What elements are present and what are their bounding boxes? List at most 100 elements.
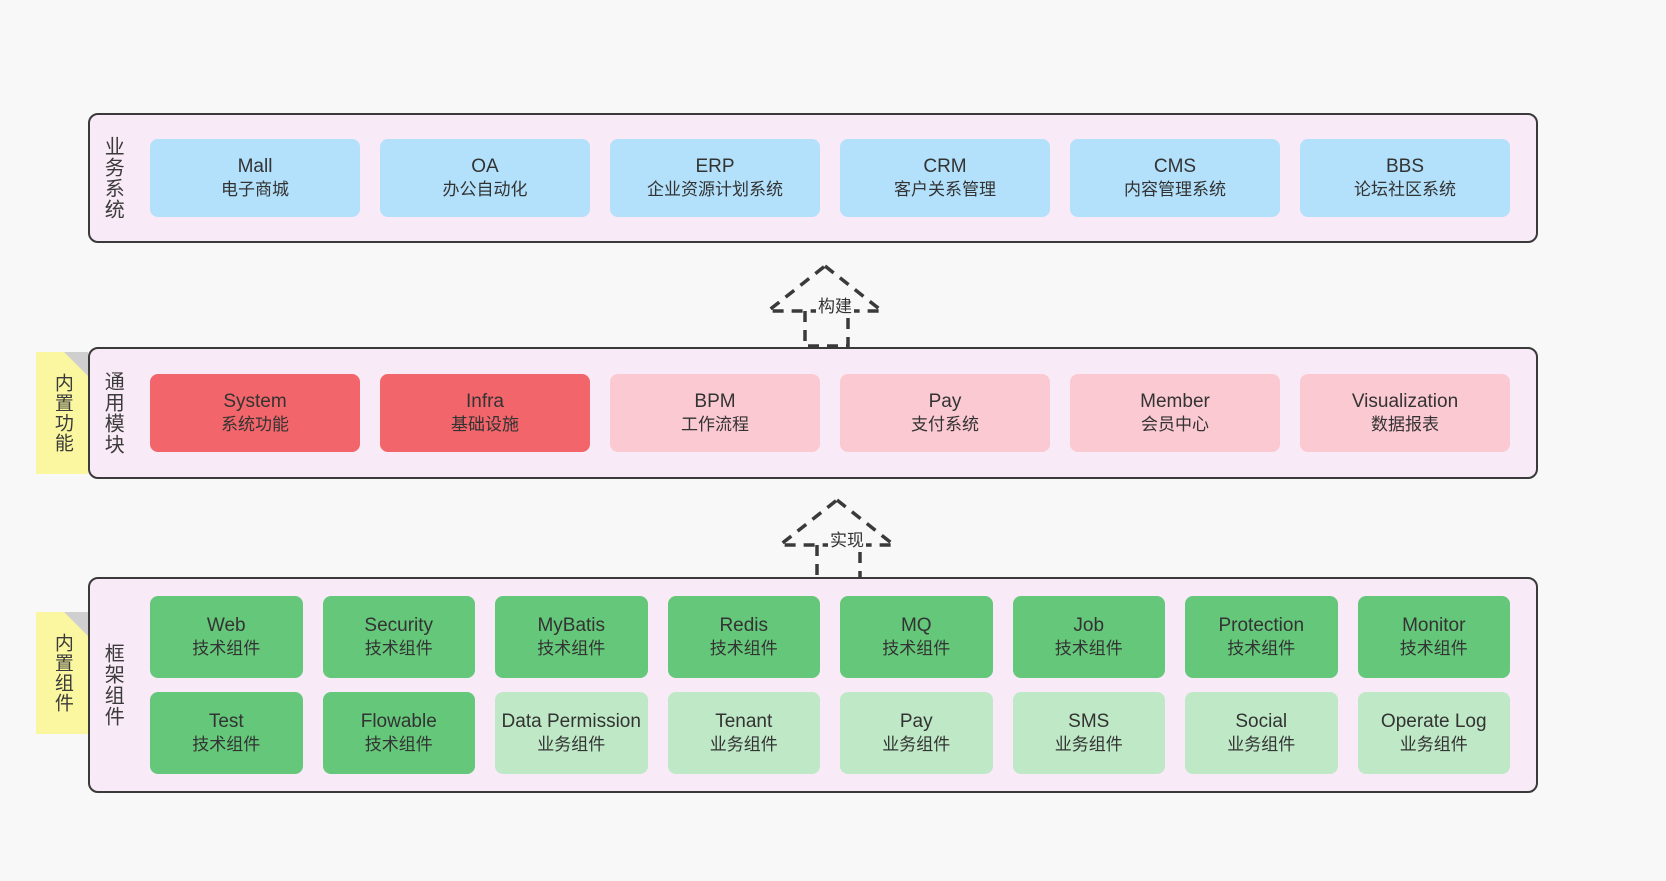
component-name-en: Flowable	[360, 710, 437, 732]
module-box-visualization[interactable]: Visualization 数据报表	[1300, 374, 1510, 452]
component-type-cn: 技术组件	[364, 735, 433, 755]
module-box-bpm[interactable]: BPM 工作流程	[610, 374, 820, 452]
component-name-en: SMS	[1068, 710, 1110, 732]
component-type-cn: 业务组件	[882, 735, 951, 755]
module-name-en: Pay	[928, 390, 962, 412]
component-box-protection[interactable]: Protection 技术组件	[1185, 596, 1338, 678]
component-type-cn: 技术组件	[882, 639, 951, 659]
module-name-cn: 会员中心	[1141, 415, 1209, 435]
component-type-cn: 业务组件	[1054, 735, 1123, 755]
layer-framework-component: 框架组件 Web 技术组件 Security 技术组件 MyBatis 技术组件…	[88, 577, 1538, 793]
component-type-cn: 业务组件	[1399, 735, 1468, 755]
module-name-cn: 电子商城	[221, 180, 289, 200]
component-box-flowable[interactable]: Flowable 技术组件	[322, 692, 475, 774]
component-name-en: Monitor	[1402, 614, 1466, 636]
module-name-cn: 系统功能	[221, 415, 289, 435]
component-type-cn: 业务组件	[709, 735, 778, 755]
module-name-en: Visualization	[1351, 390, 1459, 412]
module-name-cn: 基础设施	[451, 415, 519, 435]
layer-title-framework-component: 框架组件	[101, 643, 124, 727]
component-box-mq[interactable]: MQ 技术组件	[840, 596, 993, 678]
module-box-infra[interactable]: Infra 基础设施	[380, 374, 590, 452]
component-box-data-permission[interactable]: Data Permission 业务组件	[495, 692, 648, 774]
module-name-cn: 内容管理系统	[1124, 180, 1226, 200]
component-box-security[interactable]: Security 技术组件	[322, 596, 475, 678]
module-name-cn: 客户关系管理	[894, 180, 996, 200]
module-name-en: ERP	[695, 155, 735, 177]
component-box-pay[interactable]: Pay 业务组件	[840, 692, 993, 774]
layer-body-common-module: System 系统功能 Infra 基础设施 BPM 工作流程 Pay 支付系统…	[134, 349, 1536, 477]
module-box-cms[interactable]: CMS 内容管理系统	[1070, 139, 1280, 217]
module-name-en: BBS	[1385, 155, 1425, 177]
component-box-social[interactable]: Social 业务组件	[1185, 692, 1338, 774]
component-type-cn: 技术组件	[1227, 639, 1296, 659]
note-builtin-function: 内置功能	[36, 352, 88, 474]
component-box-test[interactable]: Test 技术组件	[150, 692, 303, 774]
module-box-erp[interactable]: ERP 企业资源计划系统	[610, 139, 820, 217]
layer-title-common-module: 通用模块	[101, 371, 124, 455]
module-row: Test 技术组件 Flowable 技术组件 Data Permission …	[140, 692, 1520, 774]
component-name-en: MQ	[900, 614, 932, 636]
component-type-cn: 技术组件	[1399, 639, 1468, 659]
module-name-cn: 办公自动化	[442, 180, 528, 200]
module-box-crm[interactable]: CRM 客户关系管理	[840, 139, 1050, 217]
component-type-cn: 技术组件	[192, 735, 261, 755]
layer-title-business-system: 业务系统	[101, 136, 124, 220]
component-box-mybatis[interactable]: MyBatis 技术组件	[495, 596, 648, 678]
module-box-pay[interactable]: Pay 支付系统	[840, 374, 1050, 452]
connector-label-implement: 实现	[828, 526, 866, 551]
component-name-en: Pay	[899, 710, 933, 732]
layer-body-framework-component: Web 技术组件 Security 技术组件 MyBatis 技术组件 Redi…	[134, 579, 1536, 791]
module-row: System 系统功能 Infra 基础设施 BPM 工作流程 Pay 支付系统…	[140, 374, 1520, 452]
component-name-en: Redis	[719, 614, 769, 636]
component-name-en: MyBatis	[537, 614, 606, 636]
module-name-cn: 数据报表	[1371, 415, 1439, 435]
connector-label-build: 构建	[816, 292, 854, 317]
layer-body-business-system: Mall 电子商城 OA 办公自动化 ERP 企业资源计划系统 CRM 客户关系…	[134, 115, 1536, 241]
module-name-cn: 企业资源计划系统	[647, 180, 783, 200]
module-name-en: Mall	[237, 155, 273, 177]
component-name-en: Security	[364, 614, 434, 636]
component-type-cn: 业务组件	[1227, 735, 1296, 755]
component-name-en: Social	[1235, 710, 1288, 732]
component-name-en: Data Permission	[501, 710, 641, 732]
module-box-mall[interactable]: Mall 电子商城	[150, 139, 360, 217]
module-box-oa[interactable]: OA 办公自动化	[380, 139, 590, 217]
component-name-en: Tenant	[715, 710, 773, 732]
module-box-member[interactable]: Member 会员中心	[1070, 374, 1280, 452]
module-name-cn: 支付系统	[911, 415, 979, 435]
module-name-en: OA	[471, 155, 499, 177]
component-name-en: Operate Log	[1380, 710, 1487, 732]
page-fold-icon	[64, 352, 88, 376]
component-name-en: Test	[208, 710, 244, 732]
component-box-job[interactable]: Job 技术组件	[1012, 596, 1165, 678]
module-box-system[interactable]: System 系统功能	[150, 374, 360, 452]
component-box-sms[interactable]: SMS 业务组件	[1012, 692, 1165, 774]
component-type-cn: 业务组件	[537, 735, 606, 755]
module-row: Mall 电子商城 OA 办公自动化 ERP 企业资源计划系统 CRM 客户关系…	[140, 139, 1520, 217]
component-type-cn: 技术组件	[192, 639, 261, 659]
component-type-cn: 技术组件	[1054, 639, 1123, 659]
module-box-bbs[interactable]: BBS 论坛社区系统	[1300, 139, 1510, 217]
module-name-en: CRM	[923, 155, 967, 177]
connector-build: 构建	[760, 258, 910, 348]
module-row: Web 技术组件 Security 技术组件 MyBatis 技术组件 Redi…	[140, 596, 1520, 678]
component-type-cn: 技术组件	[537, 639, 606, 659]
component-box-operate-log[interactable]: Operate Log 业务组件	[1357, 692, 1510, 774]
module-name-en: System	[223, 390, 287, 412]
module-name-en: Infra	[465, 390, 505, 412]
module-name-en: CMS	[1153, 155, 1197, 177]
note-label: 内置功能	[51, 373, 73, 453]
component-type-cn: 技术组件	[709, 639, 778, 659]
layer-common-module: 通用模块 System 系统功能 Infra 基础设施 BPM 工作流程 Pay…	[88, 347, 1538, 479]
component-box-monitor[interactable]: Monitor 技术组件	[1357, 596, 1510, 678]
module-name-cn: 论坛社区系统	[1354, 180, 1456, 200]
module-name-en: BPM	[694, 390, 736, 412]
component-box-tenant[interactable]: Tenant 业务组件	[667, 692, 820, 774]
page-fold-icon	[64, 612, 88, 636]
component-box-redis[interactable]: Redis 技术组件	[667, 596, 820, 678]
component-name-en: Job	[1073, 614, 1105, 636]
component-box-web[interactable]: Web 技术组件	[150, 596, 303, 678]
note-builtin-component: 内置组件	[36, 612, 88, 734]
